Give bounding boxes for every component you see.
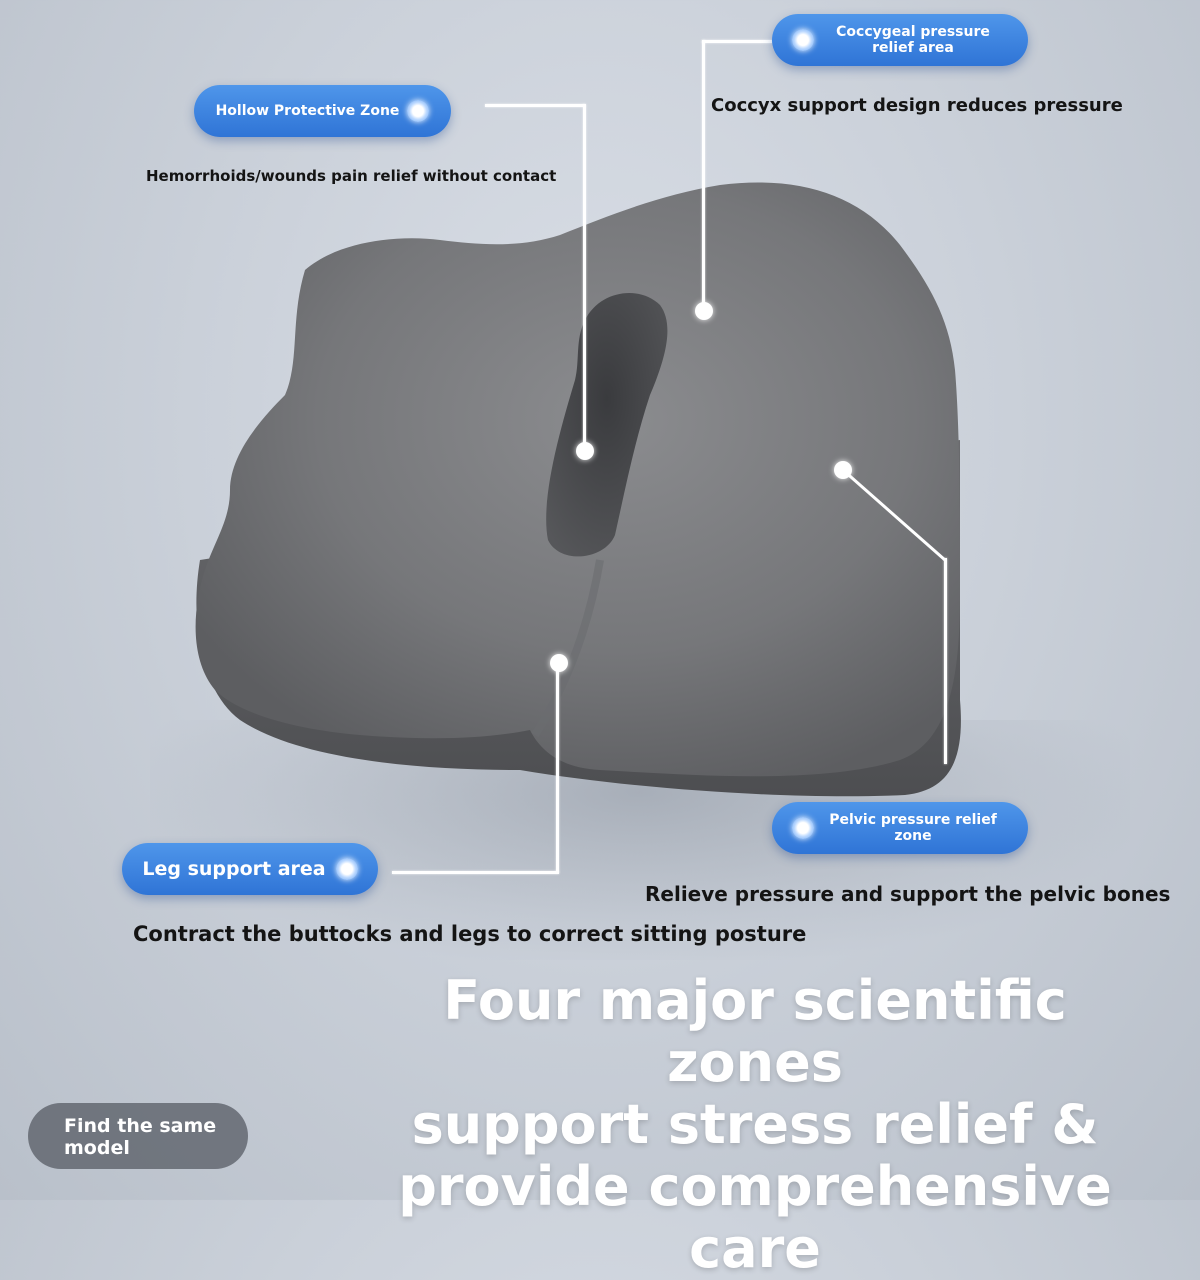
hollow-zone-marker	[576, 442, 594, 460]
leg-zone-description: Contract the buttocks and legs to correc…	[133, 922, 807, 946]
pelvic-connector-v	[944, 558, 947, 764]
hollow-connector-v	[583, 104, 586, 450]
headline: Four major scientific zones support stre…	[360, 970, 1150, 1280]
pelvic-zone-marker	[834, 461, 852, 479]
headline-line3: provide comprehensive care	[398, 1155, 1112, 1280]
headline-line2: support stress relief &	[411, 1093, 1099, 1156]
glowing-dot-icon	[407, 100, 430, 122]
find-button-line2: model	[64, 1137, 130, 1159]
pelvic-zone-label-text: Pelvic pressure relief zone	[803, 812, 997, 844]
leg-zone-label-text: Leg support area	[142, 858, 326, 880]
coccygeal-zone-marker	[695, 302, 713, 320]
coccygeal-label-line1: Coccygeal pressure	[836, 24, 990, 40]
find-same-model-button[interactable]: Find the same model	[28, 1103, 248, 1169]
pelvic-zone-description: Relieve pressure and support the pelvic …	[645, 882, 1171, 906]
leg-connector-v	[556, 665, 559, 873]
headline-line1: Four major scientific zones	[443, 969, 1067, 1094]
hollow-connector-h	[485, 104, 585, 107]
hollow-zone-label: Hollow Protective Zone	[194, 85, 451, 137]
product-scene: Hollow Protective Zone Hemorrhoids/wound…	[28, 14, 1171, 1280]
glowing-dot-icon	[335, 858, 358, 880]
pelvic-label-line2: zone	[894, 828, 932, 844]
hollow-zone-label-text: Hollow Protective Zone	[215, 103, 400, 119]
hollow-zone-description: Hemorrhoids/wounds pain relief without c…	[146, 167, 557, 185]
pelvic-label-line1: Pelvic pressure relief	[829, 812, 997, 828]
coccygeal-zone-label-text: Coccygeal pressure relief area	[810, 24, 990, 56]
glowing-dot-icon	[792, 29, 814, 51]
seat-cushion-image	[195, 182, 961, 797]
pelvic-zone-label: Pelvic pressure relief zone	[772, 802, 1028, 854]
leg-zone-label: Leg support area	[122, 843, 378, 895]
coccygeal-zone-description: Coccyx support design reduces pressure	[711, 95, 1123, 116]
coccygeal-zone-label: Coccygeal pressure relief area	[772, 14, 1028, 66]
coccygeal-connector-v	[702, 40, 705, 310]
leg-zone-marker	[550, 654, 568, 672]
leg-connector-h	[392, 871, 559, 874]
coccygeal-connector-h	[702, 40, 772, 43]
glowing-dot-icon	[792, 817, 814, 839]
coccygeal-label-line2: relief area	[872, 40, 954, 56]
find-button-line1: Find the same	[64, 1115, 217, 1137]
